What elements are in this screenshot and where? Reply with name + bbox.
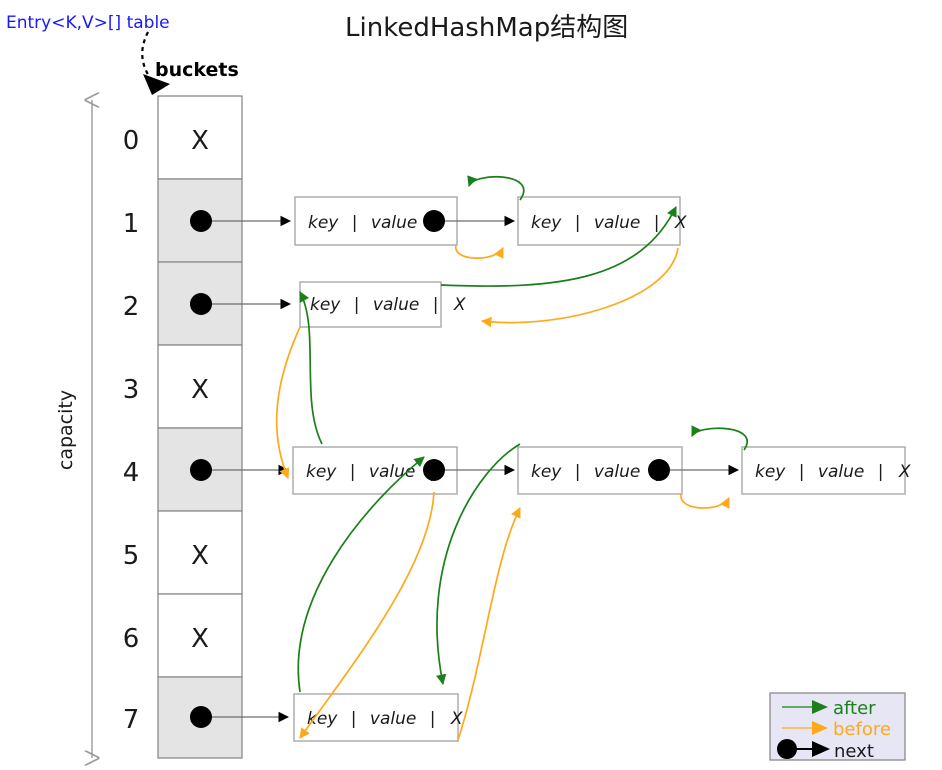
entry-sep1-2-0: | <box>354 295 360 315</box>
legend-label-after: after <box>833 698 876 719</box>
bucket-index-7: 7 <box>123 705 140 735</box>
after-link-4-2-to-4-1 <box>691 425 748 451</box>
bucket-mark-0: X <box>191 126 209 156</box>
entry-node-2-0[interactable]: key | value | X <box>299 281 466 328</box>
entry-next-dot-4-1 <box>648 459 670 481</box>
before-link-4-0-to-7-0 <box>299 491 435 739</box>
entry-sep1-1-1: | <box>575 213 581 233</box>
entry-value-4-1: value <box>594 462 640 482</box>
entry-sep2-4-2: | <box>878 462 884 482</box>
bucket-index-6: 6 <box>123 624 140 654</box>
legend-next-arrow-icon <box>812 741 830 757</box>
entry-node-1-0[interactable]: key | value | <box>294 196 458 246</box>
after-link-1-1-to-1-0 <box>467 175 525 201</box>
entry-value-7-0: value <box>370 709 416 729</box>
after-link-4-0-to-2-0 <box>299 291 323 445</box>
bucket-mark-5: X <box>191 541 209 571</box>
table-reference-connector <box>141 31 151 79</box>
entry-key-2-0: key <box>310 295 341 315</box>
legend-before-arrow-icon <box>812 721 828 735</box>
before-link-4-1-to-4-2 <box>680 493 730 509</box>
entry-value-4-2: value <box>818 462 864 482</box>
entry-value-4-0: value <box>369 462 415 482</box>
entry-key-1-1: key <box>531 213 562 233</box>
entry-next-2-0: X <box>453 295 466 315</box>
entry-value-2-0: value <box>373 295 419 315</box>
entry-node-4-1[interactable]: key | value | <box>517 446 683 495</box>
svg-text:key | value: key | value | X <box>310 295 466 315</box>
bucket-index-0: 0 <box>123 126 140 156</box>
entry-next-dot-1-0 <box>423 210 445 232</box>
entry-sep1-7-0: | <box>351 709 357 729</box>
legend-label-before: before <box>833 719 891 740</box>
entry-value-1-1: value <box>594 213 640 233</box>
entry-sep1-1-0: | <box>352 213 358 233</box>
entry-next-1-1: X <box>674 213 687 233</box>
after-link-4-1-to-7-0 <box>435 443 521 686</box>
entry-next-4-2: X <box>898 462 911 482</box>
bucket-index-1: 1 <box>123 209 140 239</box>
entry-sep1-4-1: | <box>575 462 581 482</box>
entry-node-1-1[interactable]: key | value | X <box>517 196 687 246</box>
entry-sep2-7-0: | <box>430 709 436 729</box>
svg-text:key | value: key | value | X <box>755 462 911 482</box>
after-link-7-0-to-4-0 <box>297 456 425 693</box>
capacity-label: capacity <box>55 390 77 470</box>
entry-sep1-4-0: | <box>350 462 356 482</box>
svg-text:key | value: key | value | X <box>307 709 463 729</box>
bucket-cell-5[interactable]: 5 X <box>123 510 243 595</box>
entry-node-7-0[interactable]: key | value | X <box>293 693 463 742</box>
table-reference-label: Entry<K,V>[] table <box>6 13 170 33</box>
entry-value-1-0: value <box>371 213 417 233</box>
bucket-index-2: 2 <box>123 292 140 322</box>
after-link-2-0-to-1-1 <box>440 206 677 287</box>
before-link-2-0-to-4-0 <box>275 326 301 479</box>
entry-sep2-1-1: | <box>654 213 660 233</box>
bucket-mark-3: X <box>191 375 209 405</box>
entry-key-7-0: key <box>307 709 338 729</box>
entry-key-1-0: key <box>308 213 339 233</box>
entry-node-4-0[interactable]: key | value | <box>292 446 458 495</box>
entry-key-4-2: key <box>755 462 786 482</box>
bucket-index-4: 4 <box>123 458 140 488</box>
page-title: LinkedHashMap结构图 <box>345 13 628 43</box>
legend-label-next: next <box>834 741 874 762</box>
entry-next-7-0: X <box>450 709 463 729</box>
bucket-dot-2 <box>190 293 212 315</box>
svg-text:key | value: key | value | <box>531 462 660 482</box>
svg-text:key | value: key | value | <box>308 213 437 233</box>
before-link-1-0-to-1-1 <box>455 244 504 259</box>
bucket-dot-4 <box>190 459 212 481</box>
entry-sep1-4-2: | <box>799 462 805 482</box>
bucket-cell-6[interactable]: 6 X <box>123 593 243 678</box>
before-link-7-0-to-4-1 <box>457 507 521 741</box>
bucket-index-5: 5 <box>123 541 140 571</box>
bucket-dot-7 <box>190 706 212 728</box>
legend: after before next <box>769 692 906 762</box>
legend-next-dot-icon <box>777 739 797 759</box>
bucket-mark-6: X <box>191 624 209 654</box>
buckets-arrowhead-icon <box>143 74 170 95</box>
entry-next-dot-4-0 <box>423 459 445 481</box>
bucket-cell-0[interactable]: 0 X <box>123 95 243 180</box>
bucket-cell-3[interactable]: 3 X <box>123 344 243 429</box>
bucket-dot-1 <box>190 210 212 232</box>
legend-after-arrow-icon <box>812 700 828 714</box>
svg-text:key | value: key | value | X <box>531 213 687 233</box>
buckets-label: buckets <box>155 59 239 81</box>
entry-sep2-2-0: | <box>433 295 439 315</box>
before-link-1-1-to-2-0 <box>480 247 679 328</box>
entry-key-4-1: key <box>531 462 562 482</box>
entry-key-4-0: key <box>306 462 337 482</box>
bucket-index-3: 3 <box>123 375 140 405</box>
entry-node-4-2[interactable]: key | value | X <box>741 446 911 495</box>
